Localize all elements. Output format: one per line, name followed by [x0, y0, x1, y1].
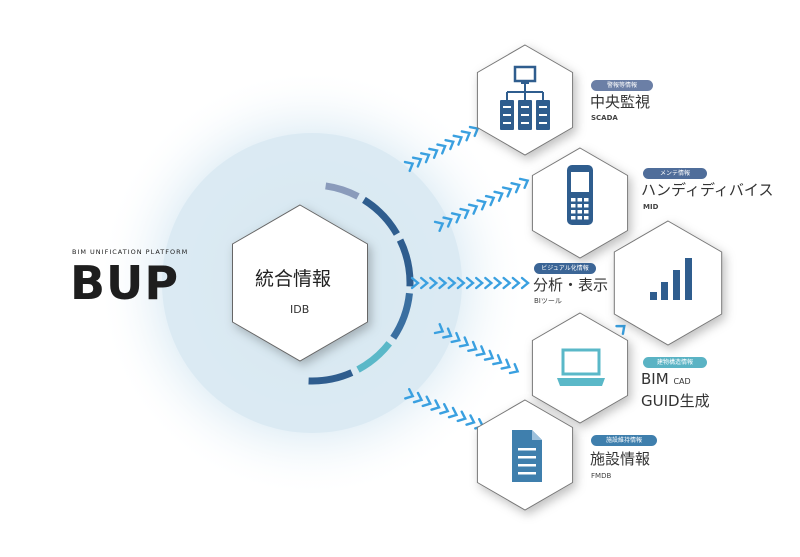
document-icon [512, 430, 542, 482]
hex-cad[interactable] [531, 312, 629, 424]
chevron-arrow-icon [404, 388, 415, 400]
chevron-arrow-icon [442, 216, 453, 228]
badge-bi: ビジュアル化情報 [534, 263, 596, 274]
chevron-arrow-icon [511, 276, 521, 290]
cad-title: BIM CAD [641, 371, 691, 388]
chevron-arrow-icon [520, 276, 530, 290]
chevron-arrow-icon [433, 322, 445, 335]
chevron-arrow-icon [403, 160, 415, 173]
badge-fmdb: 施設維持情報 [591, 435, 657, 446]
chevron-arrow-icon [475, 345, 486, 357]
bi-title: 分析・表示 [533, 276, 609, 294]
chevron-arrow-icon [615, 324, 626, 335]
chevron-arrow-icon [452, 134, 464, 146]
ring-segment [361, 196, 400, 236]
chevron-arrow-icon [465, 276, 475, 290]
chevron-arrow-icon [508, 362, 520, 375]
chevron-arrow-icon [510, 181, 521, 194]
handheld-device-icon [567, 165, 593, 225]
badge-cad: 建物構造情報 [643, 357, 707, 368]
chevron-arrow-icon [439, 403, 450, 415]
chevron-arrow-icon [442, 327, 453, 339]
chevron-arrow-icon [433, 220, 445, 233]
chevron-arrow-icon [484, 194, 496, 207]
center-hexagon [232, 204, 368, 362]
progress-ring [308, 182, 414, 385]
chevron-arrow-icon [450, 212, 462, 224]
chevron-arrow-icon [438, 276, 448, 290]
ring-segment [308, 369, 354, 385]
chevron-arrow-icon [420, 152, 431, 164]
bi-subtitle: BIツール [534, 297, 562, 305]
chevron-arrow-icon [430, 399, 441, 411]
chevron-arrow-icon [411, 156, 423, 168]
chevron-arrow-icon [429, 276, 439, 290]
chevron-arrow-icon [412, 391, 424, 404]
cad-title-main: BIM [641, 370, 669, 388]
chevron-arrow-icon [447, 406, 459, 419]
center-title: 統合情報 [255, 268, 332, 290]
chevron-arrow-icon [447, 276, 457, 290]
chevron-arrow-icon [500, 358, 511, 370]
chevron-arrow-icon [483, 349, 495, 361]
chevron-arrow-icon [444, 138, 455, 151]
chevron-arrow-icon [410, 276, 420, 290]
chevron-arrow-icon [484, 276, 494, 290]
center-subtitle: IDB [290, 303, 310, 316]
chevron-arrow-icon [456, 410, 467, 423]
chevron-arrow-icon [460, 130, 472, 142]
chevron-arrow-icon [474, 276, 485, 290]
fmdb-subtitle: FMDB [591, 472, 612, 480]
chevron-arrow-icon [458, 336, 470, 348]
ring-segment [396, 238, 414, 287]
chevron-arrow-icon [428, 147, 439, 159]
chevron-arrow-icon [493, 276, 503, 290]
chevron-arrow-icon [476, 199, 487, 211]
chevron-arrow-icon [465, 414, 476, 426]
scada-subtitle: SCADA [591, 114, 618, 122]
chevron-arrow-icon [459, 207, 470, 220]
laptop-icon [557, 348, 605, 386]
ring-segment [356, 341, 392, 373]
chevron-arrow-icon [518, 177, 530, 190]
mid-subtitle: MID [643, 203, 659, 211]
cad-title-small: CAD [673, 377, 691, 386]
chevron-arrow-icon [456, 276, 466, 290]
cad-title2: GUID生成 [641, 392, 710, 410]
chevron-arrow-icon [468, 125, 480, 138]
logo-subtitle: BIM UNIFICATION PLATFORM [72, 248, 189, 256]
chevron-arrow-icon [419, 276, 430, 290]
badge-mid: メンテ情報 [643, 168, 707, 179]
chevron-arrow-icon [421, 395, 432, 408]
bar-chart-icon [650, 258, 692, 300]
chevron-arrow-icon [493, 190, 504, 202]
chevron-arrow-icon [436, 143, 447, 155]
scada-title: 中央監視 [590, 93, 651, 111]
chevron-arrow-icon [492, 354, 503, 366]
ring-segment [390, 292, 413, 340]
server-network-icon [500, 65, 550, 130]
chevron-arrow-icon [501, 186, 513, 198]
chevron-arrow-icon [502, 276, 512, 290]
ring-segment [325, 182, 360, 200]
chevron-arrow-icon [467, 203, 479, 215]
arrow-group [403, 125, 626, 430]
fmdb-title: 施設情報 [590, 450, 651, 468]
logo-title: BUP [70, 256, 180, 310]
badge-scada: 警報等情報 [591, 80, 653, 91]
chevron-arrow-icon [467, 340, 478, 352]
chevron-arrow-icon [450, 331, 461, 344]
mid-title: ハンディディバイス [641, 181, 774, 199]
